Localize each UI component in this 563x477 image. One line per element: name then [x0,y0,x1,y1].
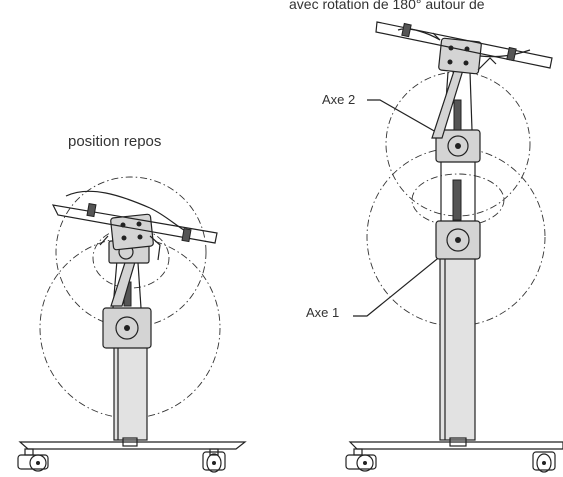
right-actuator-lower [452,179,462,221]
left-head-plate [110,213,154,251]
right-actuator-upper [453,99,462,131]
axe2-leader-line [367,99,451,141]
right-ellipse [411,173,505,227]
right-caster-2 [532,451,556,473]
left-stand [17,176,247,473]
right-circle-axe1 [366,147,546,327]
right-head-plate [438,37,482,75]
left-caster-1 [17,454,49,472]
left-column [113,339,148,441]
right-column [439,251,476,441]
right-grip-2 [506,46,517,62]
right-handlebar [375,21,553,69]
right-stand [345,21,563,473]
right-grip-1 [401,22,412,38]
axe1-leader-line [353,241,459,317]
left-grip-1 [86,202,97,218]
left-handlebar [51,204,218,244]
left-grip-2 [181,227,192,243]
axe2-label: Axe 2 [322,92,355,107]
axe1-label: Axe 1 [306,305,339,320]
right-caster-1 [345,454,377,472]
right-base-frame [348,441,563,450]
title-right-text: avec rotation de 180° autour de [289,0,485,12]
left-caster-2 [202,451,226,473]
left-base-frame [18,441,247,450]
position-repos-label: position repos [68,133,161,150]
